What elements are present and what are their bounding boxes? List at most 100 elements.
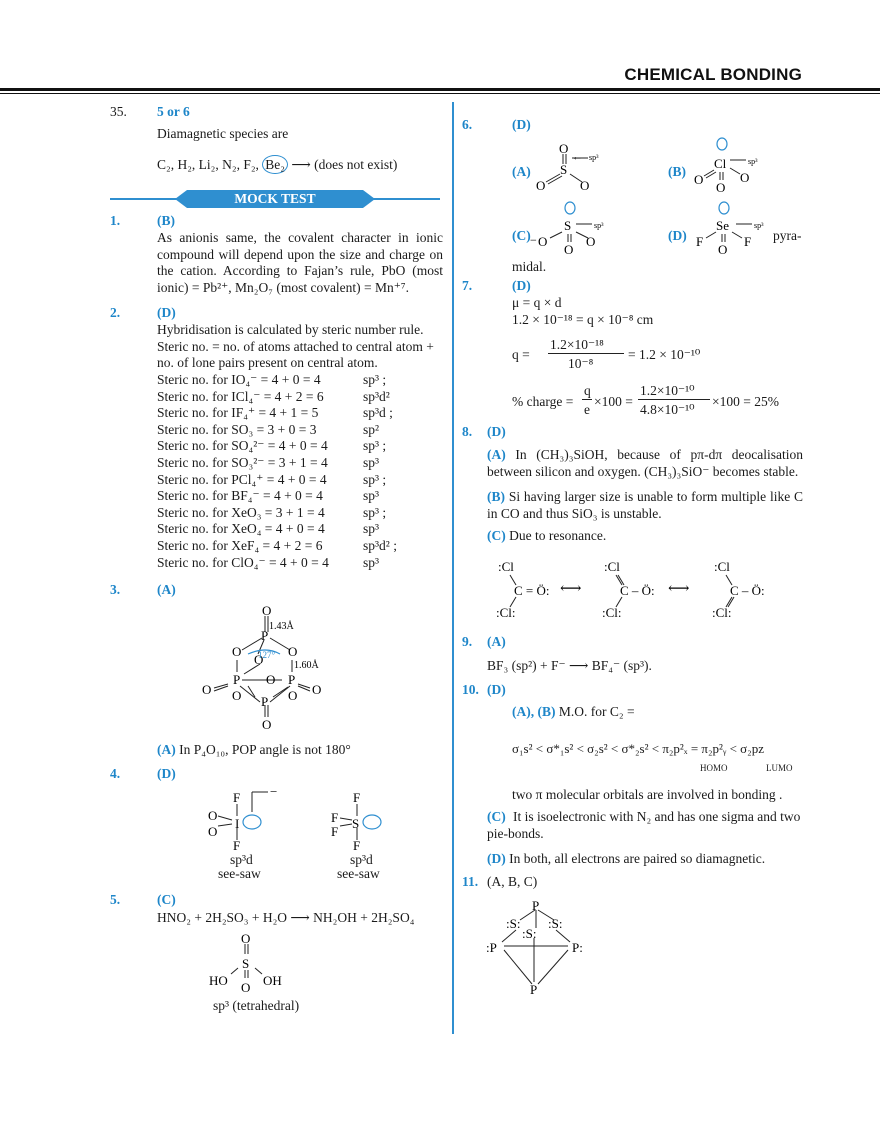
steric-row-expr: Steric no. for PCl₄⁺ = 4 + 0 = 4 — [157, 471, 327, 487]
q8-c: (C) Due to resonance. — [487, 528, 606, 544]
q6-opt-b: (B) — [668, 164, 686, 179]
q7-charge-q: q — [584, 383, 591, 398]
svg-text:F: F — [744, 234, 751, 249]
svg-text:O: O — [694, 172, 703, 187]
q1-number: 1. — [110, 213, 121, 228]
q1-text: As anionis same, the covalent character … — [157, 230, 443, 295]
svg-text:Cl: Cl — [714, 156, 727, 171]
steric-row-hybrid: sp² — [363, 421, 380, 437]
q10-d-label: (D) — [487, 851, 506, 866]
svg-text:P: P — [288, 672, 295, 687]
q3-caption: (A) In P₄O₁₀, POP angle is not 180° — [157, 742, 351, 758]
q7-number: 7. — [462, 278, 473, 293]
svg-text:←: ← — [572, 151, 583, 163]
arrow-icon: ⟶ — [291, 157, 311, 172]
steric-row-hybrid: sp³d² — [363, 388, 390, 404]
q10-mo-order: σ₁s² < σ*₁s² < σ₂s² < σ*₂s² < π₂p²ₓ = π₂… — [512, 741, 764, 756]
q35-species: C₂, H₂, Li₂, N₂, F₂, Be₂ ⟶ (does not exi… — [157, 155, 397, 174]
svg-text:S: S — [560, 162, 567, 177]
q7-charge-lhs: % charge = — [512, 394, 574, 409]
svg-text:O: O — [564, 242, 573, 256]
q6-midal: midal. — [512, 259, 547, 274]
svg-text:P: P — [233, 672, 240, 687]
q5-equation: HNO₂ + 2H₂SO₃ + H₂O ⟶ NH₂OH + 2H₂SO₄ — [157, 910, 415, 925]
q8-b-text: Si having larger size is unable to form … — [487, 489, 804, 521]
q8-b-label: (B) — [487, 489, 505, 504]
steric-row-hybrid: sp³d² ; — [363, 538, 397, 553]
q35-number: 35. — [110, 104, 127, 119]
steric-row-expr: Steric no. for ICl₄⁻ = 4 + 2 = 6 — [157, 388, 324, 404]
bond-length-2: 1.60Å — [294, 659, 320, 671]
header-rule-thin — [0, 93, 880, 94]
svg-text::Cl:: :Cl: — [712, 605, 732, 620]
lumo-label: LUMO — [766, 763, 793, 773]
q2-line2: Steric no. = no. of atoms attached to ce… — [157, 339, 434, 354]
svg-text:S: S — [564, 218, 571, 233]
sp-label-b: sp³ — [748, 157, 758, 166]
q3-caption-text: In P₄O₁₀, POP angle is not 180° — [179, 742, 351, 757]
svg-text:F: F — [331, 810, 338, 825]
svg-text:O: O — [208, 824, 217, 839]
q7-q-numerator: 1.2×10⁻¹⁸ — [550, 337, 604, 352]
svg-text:O: O — [232, 644, 241, 659]
svg-text:F: F — [696, 234, 703, 249]
steric-row-expr: Steric no. for SO₄²⁻ = 4 + 0 = 4 — [157, 438, 328, 454]
q10-c: (C)It is isoelectronic with N₂ and has o… — [487, 808, 803, 842]
svg-text:⟷: ⟷ — [668, 581, 690, 597]
fraction-bar — [548, 353, 624, 354]
mock-test-banner: MOCK TEST — [110, 190, 440, 208]
svg-text:O: O — [232, 688, 241, 703]
q10-number: 10. — [462, 682, 479, 697]
steric-row-hybrid: sp³ ; — [363, 471, 387, 487]
resonance-structures: :Cl C = Ö: :Cl: ⟷ :Cl C – Ö: :Cl: ⟷ :Cl … — [496, 559, 765, 620]
q7-charge-rhs: ×100 = 25% — [712, 394, 779, 409]
svg-text:P:: P: — [572, 940, 583, 955]
q4-shape2: see-saw — [337, 866, 380, 881]
chapter-title: CHEMICAL BONDING — [624, 65, 802, 84]
svg-text:P: P — [261, 628, 268, 643]
q4-structures: FO OI F− FF FS F — [208, 788, 382, 853]
q7-charge-denominator: 4.8×10⁻¹⁰ — [640, 402, 695, 417]
steric-row-hybrid: sp³ — [363, 455, 380, 470]
bond-length-1: 1.43Å — [269, 620, 295, 632]
steric-row-expr: Steric no. for IO₄⁻ = 4 + 0 = 4 — [157, 372, 321, 387]
svg-text:F: F — [233, 838, 240, 853]
svg-text:O: O — [208, 808, 217, 823]
q7-q-denominator: 10⁻⁸ — [568, 356, 594, 371]
fraction-bar — [582, 399, 592, 400]
svg-text:O: O — [262, 717, 271, 732]
svg-text::P: :P — [486, 940, 497, 955]
svg-text::Cl:: :Cl: — [602, 605, 622, 620]
steric-row-expr: Steric no. for XeF₄ = 4 + 2 = 6 — [157, 538, 323, 553]
q4-answer: (D) — [157, 766, 176, 781]
steric-row-hybrid: sp³d ; — [363, 405, 393, 421]
q35-line1: Diamagnetic species are — [157, 126, 289, 141]
steric-row-hybrid: sp³ ; — [363, 504, 387, 520]
q3-number: 3. — [110, 582, 121, 597]
svg-text:P: P — [532, 898, 539, 913]
q5-caption: sp³ (tetrahedral) — [213, 998, 300, 1013]
q1-answer: (B) — [157, 213, 175, 228]
svg-text:O: O — [740, 170, 749, 185]
svg-text:O: O — [580, 178, 589, 193]
sp-label-c: sp³ — [594, 221, 604, 230]
q11-number: 11. — [462, 874, 479, 889]
svg-text:HO: HO — [209, 973, 228, 988]
svg-text:I: I — [235, 816, 239, 831]
header-rule-thick — [0, 88, 880, 91]
q4-hyb1: sp³d — [230, 852, 253, 867]
svg-text:O: O — [262, 603, 271, 618]
q10-answer: (D) — [487, 682, 506, 697]
q2-number: 2. — [110, 305, 121, 320]
q2-line1: Hybridisation is calculated by steric nu… — [157, 322, 424, 337]
q7-line2: 1.2 × 10⁻¹⁸ = q × 10⁻⁸ cm — [512, 312, 654, 327]
svg-text::Cl: :Cl — [604, 559, 620, 574]
q6-number: 6. — [462, 117, 473, 132]
svg-text:O: O — [716, 180, 725, 194]
q3-answer: (A) — [157, 582, 176, 597]
svg-text:O: O — [266, 672, 275, 687]
q8-a-text: In (CH₃)₃SiOH, because of pπ-dπ deocalis… — [487, 447, 804, 479]
svg-text:−: − — [270, 788, 277, 799]
